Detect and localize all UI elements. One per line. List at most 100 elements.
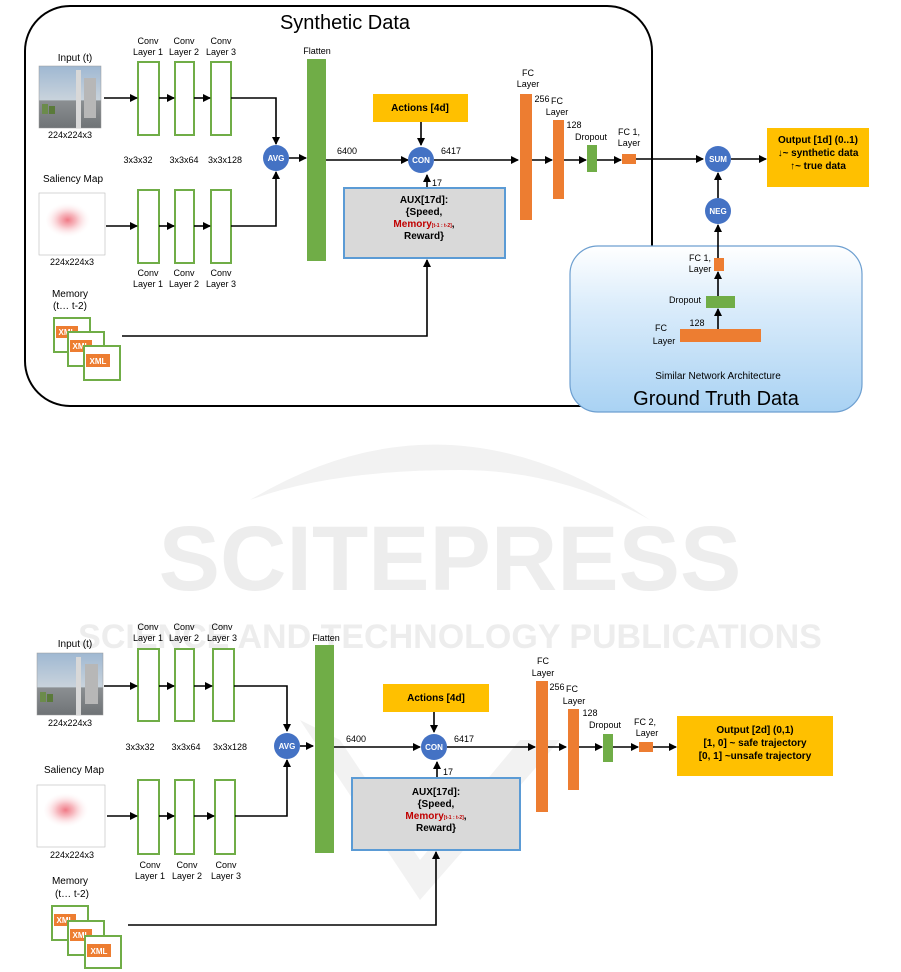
conv-layer-1 (137, 189, 160, 264)
avg-label: AVG (268, 154, 285, 163)
fc-label: FC (537, 656, 549, 666)
output-box (767, 128, 869, 187)
input-size: 224x224x3 (48, 718, 92, 728)
gt-fc-out-label: FC 1, (689, 253, 711, 263)
avg-node (274, 733, 300, 759)
conv-label: Conv (137, 622, 159, 632)
fc-out-label: FC 2, (634, 717, 656, 727)
actions-box (373, 94, 468, 122)
conv-label: Conv (210, 36, 232, 46)
conv-label: Layer 3 (206, 47, 236, 57)
conv-label: Conv (137, 268, 159, 278)
fc-label: Layer (532, 668, 555, 678)
conv-label: Layer 2 (169, 47, 199, 57)
aux-title: AUX[17d]: (412, 787, 460, 798)
dropout-label: Dropout (589, 720, 622, 730)
gt-fc-layer (680, 329, 761, 342)
fc-label: FC (522, 68, 534, 78)
aux-box (343, 187, 506, 259)
svg-text:XML: XML (57, 916, 74, 925)
dim-17: 17 (443, 767, 453, 777)
output-safe: [1, 0] ~ safe trajectory (703, 738, 807, 749)
con-label: CON (412, 156, 430, 165)
memory-label: Memory (52, 876, 88, 887)
dim-128: 128 (582, 708, 597, 718)
kernel-size: 3x3x64 (171, 742, 200, 752)
conv-layer-2 (174, 779, 195, 855)
fc-layer-128 (568, 709, 579, 790)
gt-dropout-layer (706, 296, 735, 308)
kernel-size: 3x3x64 (169, 155, 198, 165)
aux-reward: Reward} (416, 823, 456, 834)
aux-reward: Reward} (404, 231, 444, 242)
dim-256: 256 (549, 682, 564, 692)
flatten-layer (307, 59, 326, 261)
conv-label: Layer 2 (169, 279, 199, 289)
svg-text:XML: XML (90, 357, 107, 366)
conv-label: Conv (173, 36, 195, 46)
saliency-label: Saliency Map (43, 174, 103, 185)
watermark: SCITEPRESS SCIENCE AND TECHNOLOGY PUBLIC… (78, 444, 822, 900)
svg-text:XML: XML (73, 342, 90, 351)
dim-6417: 6417 (441, 146, 461, 156)
conv-layer-1 (137, 61, 160, 136)
conv-label: Layer 1 (133, 633, 163, 643)
conv-label: Conv (139, 860, 161, 870)
sum-label: SUM (709, 155, 727, 164)
conv-label: Conv (176, 860, 198, 870)
conv-label: Conv (173, 622, 195, 632)
memory-xml-icons: XML XML XML (53, 317, 121, 381)
fc-layer-256 (520, 94, 532, 220)
memory-range: (t… t-2) (53, 301, 87, 312)
synthetic-data-container (24, 5, 653, 407)
conv-label: Layer 1 (133, 47, 163, 57)
watermark-swoosh (250, 444, 650, 520)
conv-label: Layer 1 (135, 871, 165, 881)
input-image (38, 65, 102, 129)
kernel-size: 3x3x32 (125, 742, 154, 752)
conv-layer-3 (210, 61, 232, 136)
conv-label: Layer 3 (206, 279, 236, 289)
dim-6400: 6400 (337, 146, 357, 156)
aux-box (351, 777, 521, 851)
saliency-image (36, 784, 106, 848)
input-image (36, 652, 104, 716)
fc-out-label: Layer (618, 138, 641, 148)
conv-label: Conv (210, 268, 232, 278)
memory-range: (t… t-2) (55, 889, 89, 900)
gt-dropout-label: Dropout (669, 295, 702, 305)
aux-speed: {Speed, (418, 799, 455, 810)
output-unsafe: [0, 1] ~unsafe trajectory (699, 751, 812, 762)
actions-box (383, 684, 489, 712)
saliency-size: 224x224x3 (50, 257, 94, 267)
avg-node (263, 145, 289, 171)
saliency-size: 224x224x3 (50, 850, 94, 860)
neg-label: NEG (709, 207, 726, 216)
fc-label: Layer (517, 79, 540, 89)
conv-label: Layer 2 (172, 871, 202, 881)
saliency-label: Saliency Map (44, 765, 104, 776)
dim-17: 17 (432, 178, 442, 188)
input-size: 224x224x3 (48, 130, 92, 140)
gt-fc-label: Layer (653, 336, 676, 346)
fc-label: Layer (563, 696, 586, 706)
dropout-layer (603, 734, 613, 762)
sum-node (705, 146, 731, 172)
svg-text:XML: XML (91, 947, 108, 956)
fc-out-label: Layer (636, 728, 659, 738)
conv-layer-2 (174, 61, 195, 136)
conv-label: Layer 2 (169, 633, 199, 643)
gt-fc-label: FC (655, 323, 667, 333)
conv-label: Conv (173, 268, 195, 278)
flatten-layer (315, 645, 334, 853)
fc-layer-128 (553, 120, 564, 199)
con-label: CON (425, 743, 443, 752)
xml-icon: XML (84, 935, 122, 969)
fc-out-label: FC 1, (618, 127, 640, 137)
gt-dim-128: 128 (689, 318, 704, 328)
svg-text:XML: XML (73, 931, 90, 940)
fc-label: Layer (546, 107, 569, 117)
watermark-subtitle: SCIENCE AND TECHNOLOGY PUBLICATIONS (78, 618, 822, 656)
saliency-image (38, 192, 106, 256)
